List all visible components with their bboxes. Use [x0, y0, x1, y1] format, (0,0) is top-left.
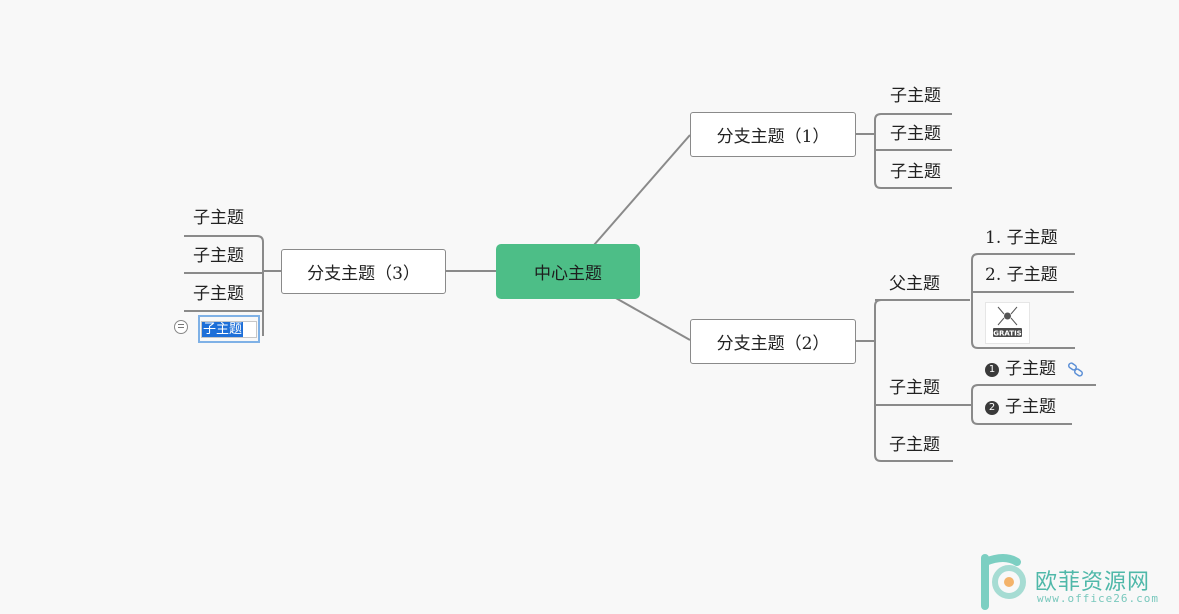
- subtopic-b1-3[interactable]: 子主题: [890, 162, 941, 182]
- branch-topic-3[interactable]: 分支主题（3）: [281, 249, 446, 294]
- sub-topic[interactable]: 子主题: [889, 378, 940, 398]
- gratis-image: GRATIS: [993, 306, 1022, 338]
- badged-subtopic-2[interactable]: 2 子主题: [985, 397, 1056, 417]
- watermark-url: www.office26.com: [1037, 592, 1159, 605]
- branch-topic-2-label: 分支主题（2）: [716, 334, 830, 354]
- badged-subtopic-1[interactable]: 1 子主题: [985, 359, 1056, 379]
- subtopic-edit-box[interactable]: 子主题: [198, 315, 260, 343]
- priority-1-icon: 1: [985, 363, 999, 377]
- center-topic-label: 中心主题: [534, 264, 602, 284]
- link-icon[interactable]: [1067, 362, 1085, 378]
- badged-subtopic-1-label: 子主题: [1005, 359, 1056, 379]
- branch-topic-1-label: 分支主题（1）: [716, 127, 830, 147]
- priority-2-icon: 2: [985, 401, 999, 415]
- branch-topic-3-label: 分支主题（3）: [307, 264, 420, 284]
- branch-topic-1[interactable]: 分支主题（1）: [690, 112, 856, 157]
- watermark-title: 欧菲资源网: [1035, 570, 1151, 595]
- subtopic-b3-1[interactable]: 子主题: [193, 208, 244, 228]
- subtopic-edit-input[interactable]: 子主题: [201, 321, 257, 338]
- watermark-logo-icon: [981, 554, 1026, 610]
- branch-topic-2[interactable]: 分支主题（2）: [690, 319, 856, 364]
- gratis-image-text: GRATIS: [993, 330, 1021, 338]
- subtopic-b1-2[interactable]: 子主题: [890, 124, 941, 144]
- numbered-subtopic-1[interactable]: 1. 子主题: [985, 228, 1058, 248]
- badged-subtopic-2-label: 子主题: [1005, 397, 1056, 417]
- subtopic-b3-3[interactable]: 子主题: [193, 284, 244, 304]
- numbered-subtopic-2[interactable]: 2. 子主题: [985, 265, 1058, 285]
- topic-image[interactable]: GRATIS: [985, 302, 1030, 344]
- note-icon[interactable]: [174, 320, 188, 334]
- last-subtopic[interactable]: 子主题: [889, 435, 940, 455]
- watermark: 欧菲资源网 www.office26.com: [975, 552, 1175, 610]
- center-topic[interactable]: 中心主题: [496, 244, 640, 299]
- selected-text: 子主题: [202, 322, 244, 337]
- subtopic-b3-2[interactable]: 子主题: [193, 246, 244, 266]
- subtopic-b1-1[interactable]: 子主题: [890, 86, 941, 106]
- parent-topic[interactable]: 父主题: [889, 274, 940, 294]
